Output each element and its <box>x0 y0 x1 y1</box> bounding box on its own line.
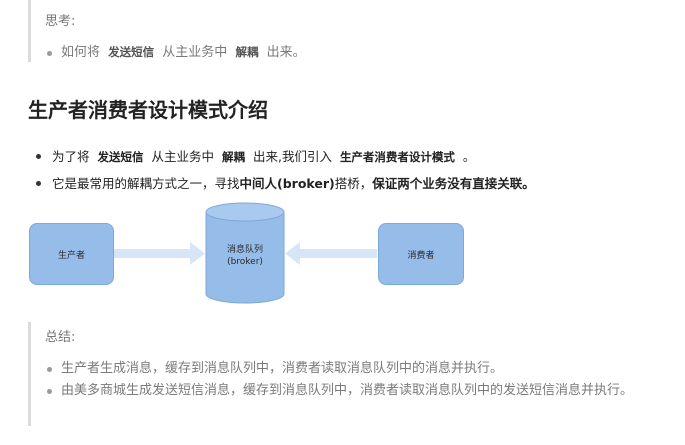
inline-code: 发送短信 <box>108 47 155 59</box>
consumer-box: 消费者 <box>378 223 464 285</box>
inline-code: 发送短信 <box>97 152 144 164</box>
list-item: 生产者生成消息，缓存到消息队列中，消费者读取消息队列中的消息并执行。 <box>45 358 645 380</box>
consumer-to-queue-arrow <box>285 242 377 265</box>
summary-blockquote: 总结: 生产者生成消息，缓存到消息队列中，消费者读取消息队列中的消息并执行。 由… <box>28 322 685 426</box>
bold-text: 中间人(broker) <box>239 176 335 191</box>
summary-title: 总结: <box>45 330 76 345</box>
intro-list: 为了将 发送短信 从主业务中 解耦 出来,我们引入 生产者消费者设计模式 。 它… <box>30 144 670 196</box>
inline-code: 解耦 <box>221 152 245 164</box>
producer-box: 生产者 <box>29 223 114 285</box>
inline-code: 生产者消费者设计模式 <box>339 152 455 164</box>
producer-consumer-diagram: 生产者 消息队列 (broker) 消费者 <box>0 198 685 308</box>
message-queue-cylinder <box>205 202 285 304</box>
list-item: 由美多商城生成发送短信消息，缓存到消息队列中，消费者读取消息队列中的发送短信消息… <box>45 380 645 402</box>
list-item: 它是最常用的解耦方式之一，寻找中间人(broker)搭桥，保证两个业务没有直接关… <box>30 171 670 196</box>
thinking-blockquote: 思考: 如何将 发送短信 从主业务中 解耦 出来。 <box>28 0 685 62</box>
bold-text: 保证两个业务没有直接关联。 <box>372 176 535 191</box>
list-item: 为了将 发送短信 从主业务中 解耦 出来,我们引入 生产者消费者设计模式 。 <box>30 144 670 171</box>
section-heading: 生产者消费者设计模式介绍 <box>28 98 268 122</box>
diagram-svg <box>113 202 377 304</box>
list-item: 如何将 发送短信 从主业务中 解耦 出来。 <box>45 42 645 64</box>
inline-code: 解耦 <box>235 47 259 59</box>
thinking-title: 思考: <box>45 14 76 29</box>
summary-list: 生产者生成消息，缓存到消息队列中，消费者读取消息队列中的消息并执行。 由美多商城… <box>45 358 645 402</box>
producer-to-queue-arrow <box>113 242 205 265</box>
thinking-list: 如何将 发送短信 从主业务中 解耦 出来。 <box>45 42 645 64</box>
queue-label: 消息队列 (broker) <box>226 245 263 267</box>
